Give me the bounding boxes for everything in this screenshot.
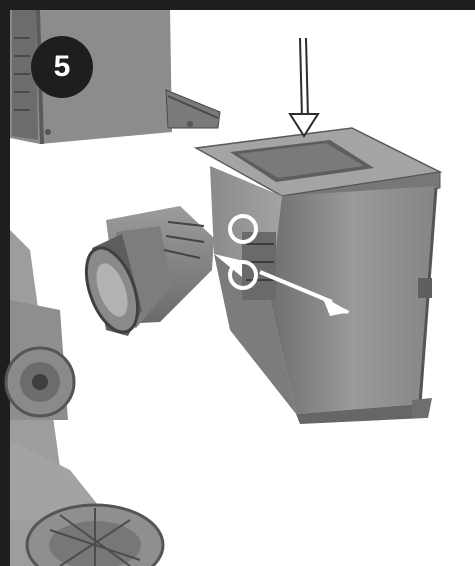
down-arrow-icon <box>288 37 320 138</box>
direction-arrow-icon <box>259 270 350 316</box>
highlight-circle-icon <box>228 260 258 290</box>
frame-left-border <box>0 0 10 566</box>
frame-top-border <box>0 0 475 10</box>
chute-assembly <box>84 127 443 424</box>
highlight-circle-icon <box>228 214 258 244</box>
step-number-badge: 5 <box>31 36 93 98</box>
frame-and-wheels <box>4 230 165 566</box>
step-number: 5 <box>53 50 71 83</box>
